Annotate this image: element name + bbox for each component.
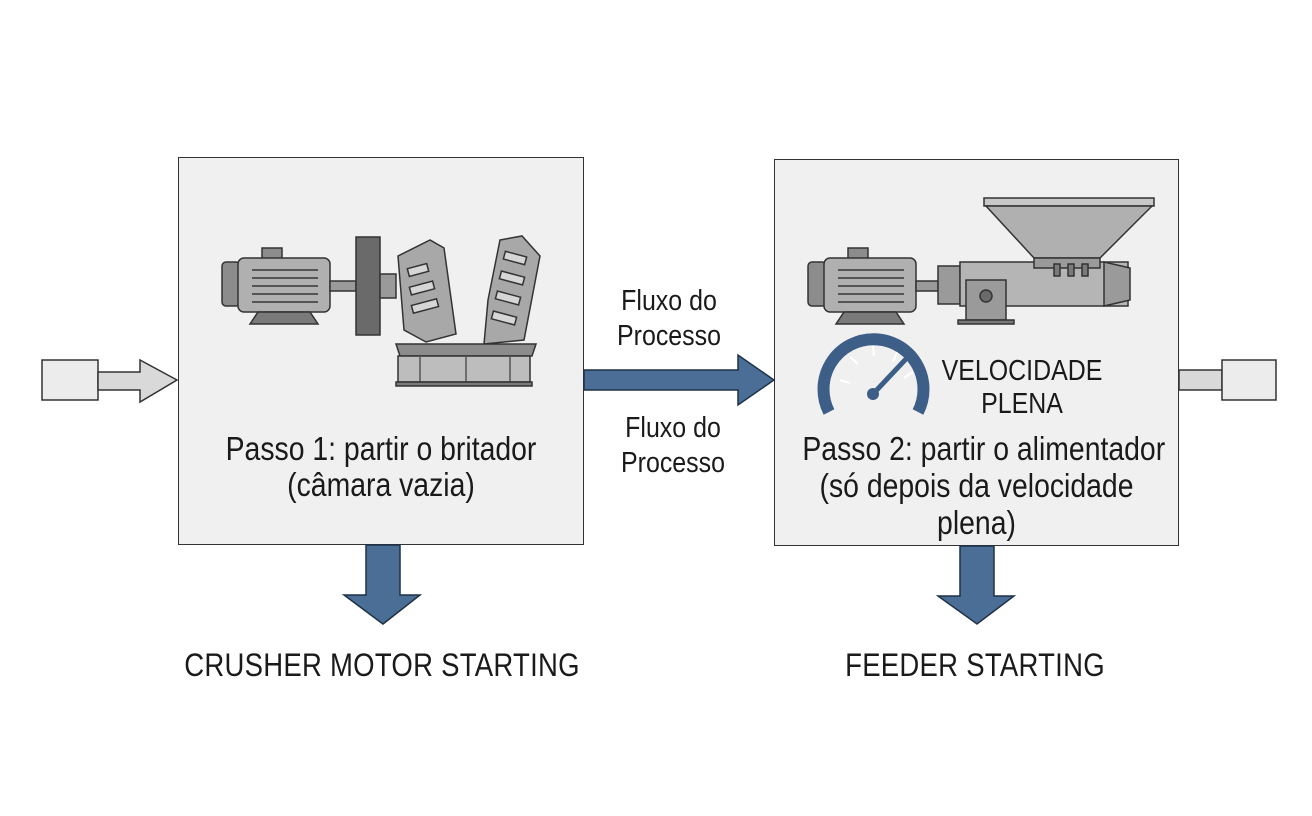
speed-label-line1: VELOCIDADE — [941, 355, 1103, 387]
flow-label-bottom-line1: Fluxo do — [625, 412, 721, 444]
motor-icon — [221, 247, 357, 325]
process-flow-arrow — [583, 353, 776, 407]
flow-label-bottom-line2: Processo — [621, 447, 725, 479]
crusher-motor-starting-label: CRUSHER MOTOR STARTING — [184, 647, 580, 683]
step1-caption-line2: (câmara vazia) — [287, 466, 475, 503]
step2-down-arrow — [935, 545, 1017, 625]
step1-caption-line1: Passo 1: partir o britador — [225, 430, 537, 467]
step2-caption-line3: plena) — [937, 504, 1016, 541]
feeder-starting-label: FEEDER STARTING — [845, 647, 1105, 683]
motor-icon — [807, 247, 939, 325]
output-stub — [1178, 359, 1277, 401]
crusher-shaft — [379, 273, 397, 299]
input-arrow — [41, 358, 179, 404]
flow-label-top-line2: Processo — [617, 320, 721, 352]
jaw-crusher-icon — [394, 235, 541, 387]
flywheel — [355, 236, 381, 336]
speedometer-icon — [817, 333, 930, 415]
speed-label-line2: PLENA — [981, 388, 1063, 420]
step2-caption-line1: Passo 2: partir o alimentador — [802, 430, 1166, 467]
flow-label-top-line1: Fluxo do — [621, 285, 717, 317]
step2-caption-line2: (só depois da velocidade — [819, 467, 1134, 504]
screw-feeder-icon — [937, 261, 1131, 325]
hopper-icon — [983, 197, 1155, 277]
step1-down-arrow — [341, 544, 423, 625]
